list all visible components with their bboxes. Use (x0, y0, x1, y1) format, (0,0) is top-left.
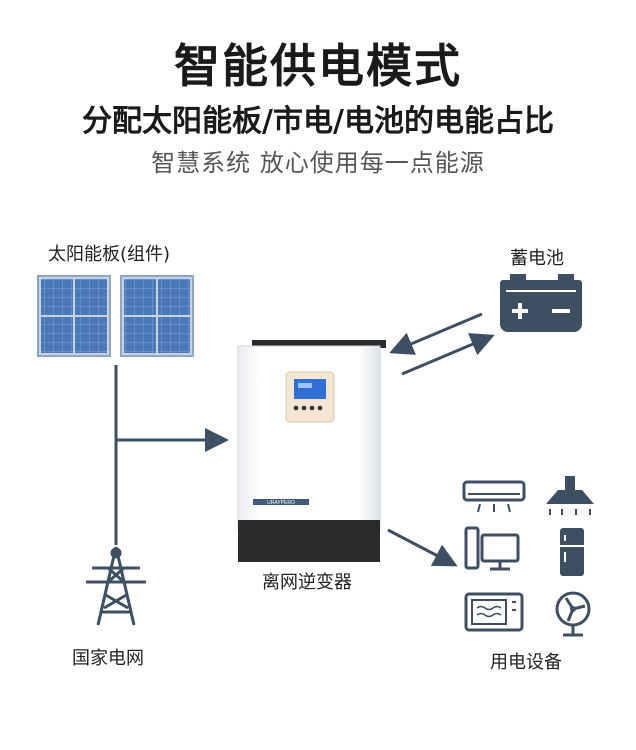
power-tower-icon (86, 546, 146, 626)
solar-panel-label: 太阳能板(组件) (48, 244, 171, 265)
solar-grid-connection-line (114, 365, 229, 545)
inverter-to-appliances-arrow (387, 528, 458, 567)
battery-inverter-arrows (389, 312, 495, 376)
battery-icon (500, 274, 582, 332)
microwave-icon (464, 592, 524, 632)
battery-label: 蓄电池 (510, 248, 564, 269)
range-hood-icon (546, 476, 594, 515)
inverter-label: 离网逆变器 (262, 572, 352, 593)
inverter-brand-logo: URAYPERO (267, 500, 295, 506)
solar-panel-icon (37, 275, 194, 357)
page-tagline: 智慧系统 放心使用每一点能源 (151, 149, 485, 177)
air-conditioner-icon (462, 480, 526, 513)
page-title: 智能供电模式 (174, 39, 462, 93)
computer-icon (464, 526, 520, 571)
appliances-label: 用电设备 (490, 652, 562, 673)
inverter-icon: URAYPERO (237, 340, 386, 562)
fan-icon (555, 591, 591, 637)
refrigerator-icon (560, 528, 584, 576)
page-subtitle: 分配太阳能板/市电/电池的电能占比 (82, 104, 554, 139)
grid-label: 国家电网 (72, 648, 144, 669)
